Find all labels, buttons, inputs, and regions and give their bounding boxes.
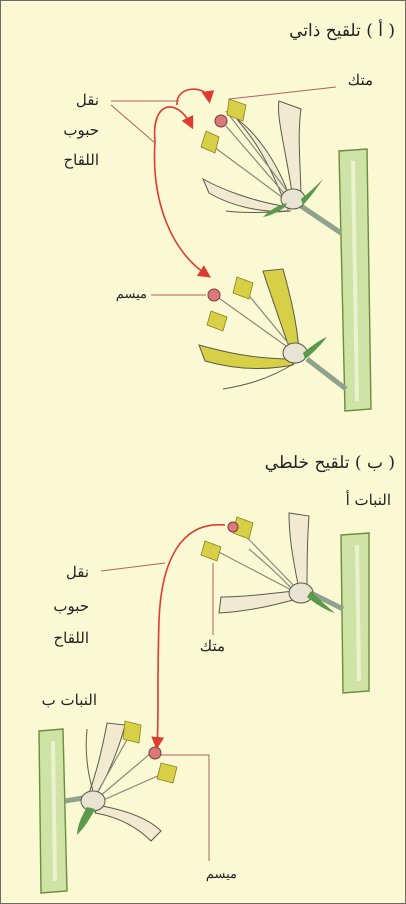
anther-label-b: متك [200,637,225,655]
transfer-arrow-mid [155,107,191,141]
transfer-label-a-1: نقل [76,91,99,109]
lower-flower [199,269,346,389]
flower-plant-a [201,513,343,613]
transfer-label-a-3: اللقاح [63,151,99,169]
transfer-label-a-2: حبوب [63,121,99,139]
transfer-label-b-2: حبوب [53,597,89,615]
transfer-label-b-1: نقل [66,563,89,581]
part-b-title: ( ب ) تلقيح خلطي [265,453,395,473]
upper-flower [201,99,341,233]
plant-a-stem [339,149,371,411]
plant-b-label: النبات ب [42,691,97,709]
plant-b-stem [39,729,67,893]
part-a-title: ( أ ) تلقيح ذاتي [289,21,395,41]
anther-label-a: متك [348,71,373,89]
flower-plant-b [65,721,177,841]
plant-a-label: النبات أ [346,491,391,509]
transfer-arrow-short [177,89,209,105]
plant-a-b-stem [341,533,369,693]
stigma-label-a: ميسم [116,287,147,302]
transfer-label-b-3: اللقاح [53,629,89,647]
stigma-label-b: ميسم [206,867,237,882]
transfer-arrow-long [154,141,207,275]
